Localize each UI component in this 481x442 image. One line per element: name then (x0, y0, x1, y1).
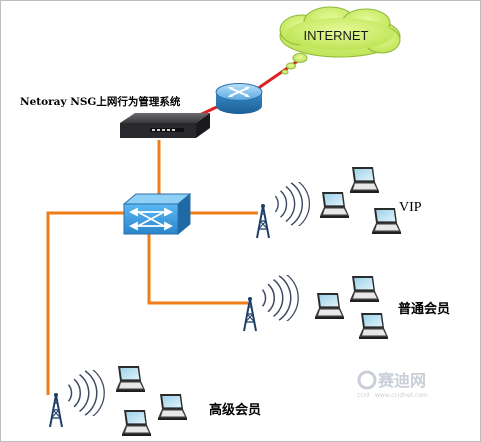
nsg-appliance-icon (120, 113, 210, 138)
laptop-icon (372, 208, 401, 234)
watermark: 赛迪网 ccid www.ccidnet.com (357, 370, 428, 399)
laptop-icon (315, 293, 344, 319)
switch-regular-link (147, 233, 248, 305)
regular-group: 普通会员 (243, 275, 450, 339)
watermark-brand: 赛迪网 (377, 371, 426, 390)
internet-label: INTERNET (304, 28, 369, 43)
wifi-waves-icon (67, 370, 105, 416)
lan-links (46, 140, 258, 395)
vip-group-label: VIP (399, 200, 422, 215)
nsg-device-label: Netoray NSG上网行为管理系统 (20, 95, 181, 108)
watermark-logo-icon (357, 370, 377, 390)
laptop-icon (116, 366, 145, 392)
watermark-url: www.ccidnet.com (375, 392, 428, 399)
senior-group: 高级会员 (49, 366, 261, 436)
wifi-waves-icon (274, 182, 311, 226)
laptop-icon (122, 410, 151, 436)
laptop-icon (359, 313, 388, 339)
internet-cloud: INTERNET (279, 6, 401, 75)
switch-icon (122, 192, 192, 236)
laptop-icon (350, 167, 379, 193)
vip-group: VIP (256, 167, 422, 239)
wifi-waves-icon (261, 275, 299, 321)
senior-group-label: 高级会员 (209, 402, 261, 418)
watermark-latin: ccid (357, 392, 369, 399)
switch-senior-link (46, 211, 124, 395)
laptop-icon (158, 394, 187, 420)
wireless-tower-icon (256, 203, 270, 239)
router-icon (215, 83, 263, 114)
regular-group-label: 普通会员 (398, 301, 450, 317)
laptop-icon (320, 192, 349, 218)
wireless-tower-icon (49, 392, 63, 428)
laptop-icon (350, 276, 379, 302)
